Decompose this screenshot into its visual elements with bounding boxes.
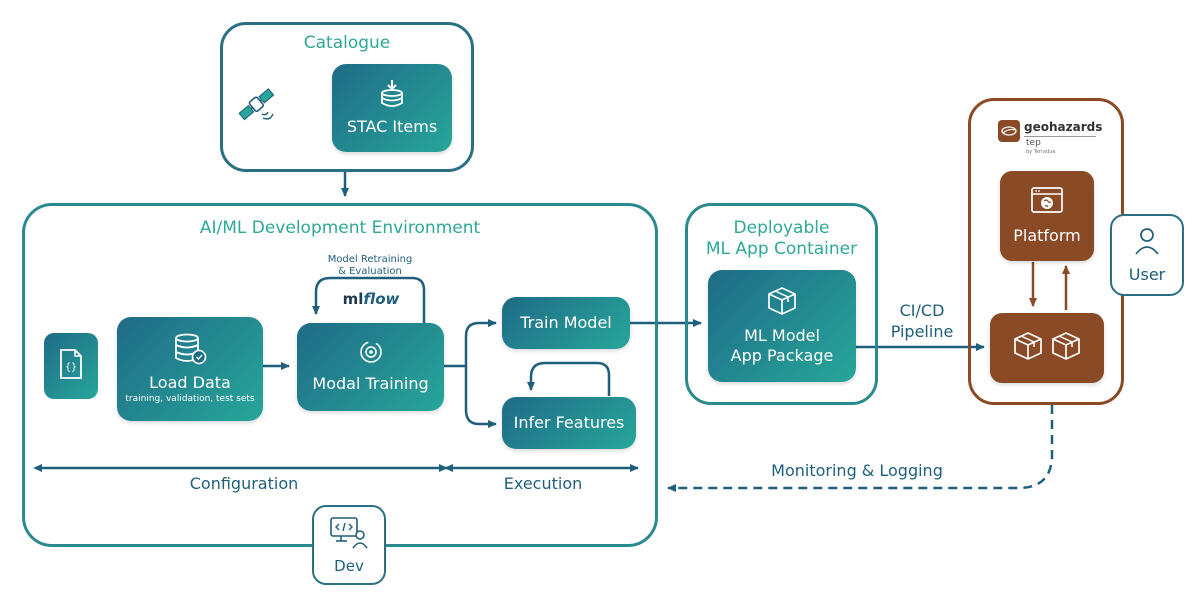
- train-model-label: Train Model: [520, 313, 612, 332]
- json-file-icon: {}: [59, 348, 83, 384]
- platform-label: Platform: [1013, 226, 1081, 245]
- cicd-line1: CI/CD: [899, 301, 945, 320]
- stac-items-label: STAC Items: [346, 117, 438, 136]
- train-model-box[interactable]: Train Model: [502, 297, 630, 349]
- deployable-title: Deployable ML App Container: [688, 218, 875, 260]
- geohazards-logo-icon: [998, 120, 1020, 142]
- container-box-icon: [1013, 331, 1043, 365]
- arrow-training-to-train-model: [444, 319, 497, 368]
- svg-text:{}: {}: [65, 362, 77, 373]
- mlflow-logo-prefix: ml: [342, 290, 364, 308]
- brand-divider: [1024, 136, 1096, 137]
- developer-icon: [329, 515, 369, 553]
- load-data-title: Load Data: [149, 373, 231, 392]
- mlflow-logo-suffix: flow: [363, 290, 400, 308]
- deployable-title-line1: Deployable: [733, 218, 830, 238]
- browser-globe-icon: [1030, 186, 1064, 220]
- retraining-note: Model Retraining & Evaluation: [300, 254, 440, 278]
- deployable-title-line2: ML App Container: [705, 239, 858, 259]
- deployable-container-panel: Deployable ML App Container: [685, 203, 878, 405]
- user-label: User: [1128, 264, 1166, 284]
- user-icon: [1134, 227, 1160, 259]
- arrow-retraining-loop: [312, 276, 426, 323]
- database-download-icon: [379, 79, 405, 111]
- arrow-monitoring: [667, 405, 1054, 492]
- monitoring-logging-label: Monitoring & Logging: [771, 461, 943, 480]
- geohazards-brand-name: geohazards: [1024, 120, 1103, 134]
- ml-package-line1: ML Model: [744, 326, 820, 345]
- load-data-subtitle: training, validation, test sets: [125, 394, 255, 404]
- dev-environment-title: AI/ML Development Environment: [199, 218, 481, 238]
- geohazards-brand-by: by Terradue: [1026, 149, 1056, 155]
- config-file-box[interactable]: {}: [44, 333, 98, 399]
- database-check-icon: [173, 333, 207, 369]
- infer-features-box[interactable]: Infer Features: [502, 397, 636, 449]
- geohazards-logo: geohazards tep by Terradue: [998, 120, 1102, 158]
- package-box-icon: [767, 286, 797, 320]
- modal-training-label: Modal Training: [312, 374, 429, 393]
- arrow-infer-loop: [527, 361, 611, 396]
- retraining-note-line2: & Evaluation: [338, 266, 402, 277]
- deployed-containers-box[interactable]: [990, 313, 1104, 383]
- modal-training-box[interactable]: Modal Training: [297, 323, 444, 411]
- geohazards-brand-sub: tep: [1026, 138, 1041, 148]
- dev-user-box[interactable]: Dev: [312, 505, 386, 585]
- satellite-icon: [236, 84, 278, 126]
- mlflow-logo: mlflow: [336, 290, 406, 308]
- retraining-note-line1: Model Retraining: [327, 254, 413, 265]
- cicd-pipeline-label: CI/CD Pipeline: [872, 300, 972, 342]
- dev-label: Dev: [334, 557, 364, 575]
- ml-app-package-box[interactable]: ML Model App Package: [708, 270, 856, 382]
- stac-items-box[interactable]: STAC Items: [332, 64, 452, 152]
- catalogue-title: Catalogue: [303, 33, 391, 53]
- user-box[interactable]: User: [1110, 214, 1184, 296]
- infer-features-label: Infer Features: [513, 413, 625, 432]
- load-data-box[interactable]: Load Data training, validation, test set…: [117, 317, 263, 421]
- target-icon: [359, 340, 383, 368]
- ml-package-line2: App Package: [730, 346, 834, 365]
- configuration-label: Configuration: [189, 474, 299, 493]
- platform-box[interactable]: Platform: [1000, 171, 1094, 261]
- execution-label: Execution: [503, 474, 583, 493]
- arrow-training-to-infer: [464, 366, 497, 428]
- container-box-icon: [1051, 331, 1081, 365]
- cicd-line2: Pipeline: [890, 322, 954, 341]
